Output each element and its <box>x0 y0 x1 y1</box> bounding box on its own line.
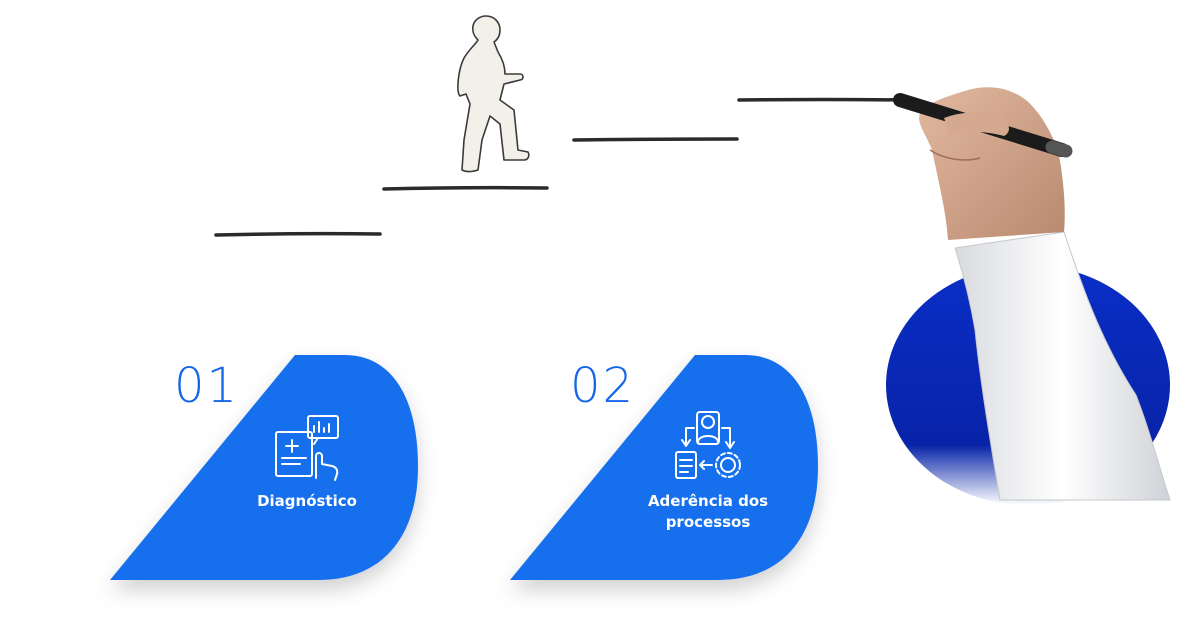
step-number-01: 01 <box>174 358 240 414</box>
stair-lines <box>214 97 907 237</box>
stair-step-3 <box>572 137 739 142</box>
hand-with-pen-icon <box>893 87 1171 501</box>
stair-step-4 <box>737 97 907 102</box>
stair-step-2 <box>382 185 549 191</box>
step-label-aderencia: Aderência dos processos <box>647 492 769 531</box>
process-adherence-icon <box>675 411 741 479</box>
diagnosis-icon <box>275 415 339 481</box>
step-label-diagnostico: Diagnóstico <box>257 492 357 510</box>
step-number-02: 02 <box>570 358 636 414</box>
step-card-1 <box>110 355 418 580</box>
step-card-2 <box>510 355 818 580</box>
walking-man-icon <box>457 15 530 173</box>
stair-step-1 <box>214 231 382 237</box>
